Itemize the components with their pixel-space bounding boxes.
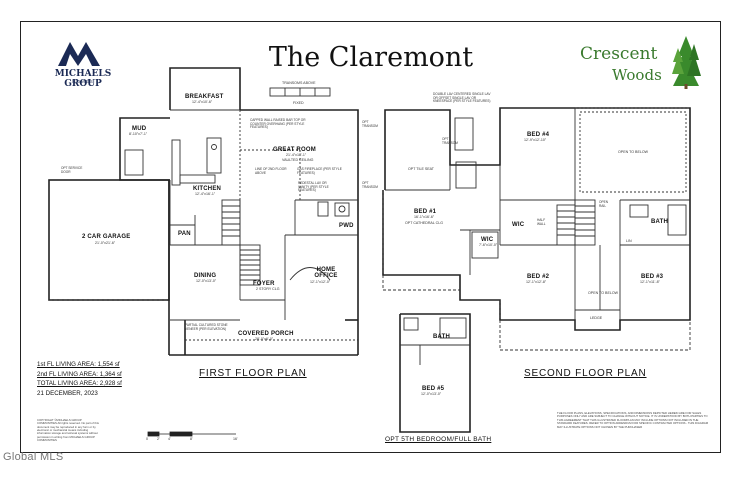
room-bed2-dim: 12'-1"x12'-8" [526,280,547,284]
half-wall-note: HALF WALL [537,218,546,226]
scale-2: 2' [157,437,160,441]
room-great-room-note: VAULTED CEILING [282,158,314,162]
room-bed1: BED #1 [414,209,437,215]
linen-closet: LIN [626,239,632,243]
sheet-border [20,21,721,453]
area-stats: 1st FL LIVING AREA: 1,554 sf 2nd FL LIVI… [37,360,187,398]
room-wic: WIC [481,237,494,243]
scale-8: 8' [190,437,193,441]
second-floor-line-note: LINE OF 2ND FLOOR ABOVE [255,167,287,175]
room-dining: DINING [194,273,217,279]
first-floor-area: 1st FL LIVING AREA: 1,554 sf [37,361,120,368]
michaels-group-logo-icon [58,42,100,66]
builder-sub: HOMES [72,79,94,84]
ledge-note: LEDGE [590,316,603,320]
open-to-below: OPEN TO BELOW [618,150,649,154]
plan-date: 21 DECEMBER, 2023 [37,389,98,397]
room-mud-dim: 8'-10"x7'-1" [129,132,148,136]
second-floor-plan-title: SECOND FLOOR PLAN [524,368,647,379]
page-title: The Claremont [268,42,474,73]
room-powder: PWD [339,223,354,229]
open-rail-note: OPEN RAIL [599,200,609,208]
optional-plan-title: OPT 5TH BEDROOM/FULL BATH [385,436,492,443]
room-bed3: BED #3 [641,274,664,280]
open-to-below-small: OPEN TO BELOW [588,291,619,295]
room-wic-small: WIC [512,222,525,228]
room-kitchen: KITCHEN [193,186,222,192]
opt-transom-right: OPT TRANSOM [362,120,378,128]
transom-note: TRANSOMS ABOVE [282,81,316,85]
copyright-note: COPYRIGHT ©MICHAELS GROUP COMMUNITIES Al… [37,418,99,443]
second-floor-area: 2nd FL LIVING AREA: 1,364 sf [37,370,122,378]
room-dining-dim: 12'-0"x13'-0" [196,279,217,283]
mls-watermark: Global MLS [3,451,64,463]
fireplace-note: GAS FIREPLACE (PER STYLE FEATURES) [297,167,342,175]
service-door-note: OPT SERVICE DOOR [61,166,83,174]
room-home-office: HOME OFFICE [314,267,338,279]
room-covered-porch-dim: 28'-0"x6'-0" [255,337,274,341]
builder-name: MICHAELS GROUP [54,69,112,89]
community-name-line2: Woods [612,66,662,84]
pedestal-lav-note: PEDESTAL LAV OR VANITY (PER STYLE FEATUR… [298,181,329,193]
disclaimer-note: THE FLOOR PLANS, ELEVATIONS, SPECIFICATI… [557,411,709,429]
room-bed1-note: OPT CATHEDRAL CLG [405,221,444,225]
porch-stone-note: PARTIAL CULTURED STONE VENEER (PER ELEVA… [185,323,228,331]
scale-0: 0 [146,437,148,441]
opt-window-note: OPT TRANSOM [442,137,458,145]
room-covered-porch: COVERED PORCH [238,331,294,337]
room-bed4: BED #4 [527,132,550,138]
scale-16: 16' [233,437,238,441]
bar-top-note: CAPPED WALL RAISED BAR TOP OR COUNTER OV… [250,118,306,130]
room-bed3-dim: 12'-1"x11'-8" [640,280,660,284]
fixed-window-note: FIXED [293,101,304,105]
room-wic-dim: 7'-6"x10'-0" [479,243,498,247]
room-great-room-dim: 21'-4"x17'-1" [286,153,307,157]
room-bed5-dim: 12'-0"x13'-0" [421,392,442,396]
room-garage-dim: 21'-0"x21'-6" [95,241,116,245]
room-foyer-note: 2 STORY CLG [256,287,280,291]
room-bath-second: BATH [651,219,669,225]
room-pantry: PAN [178,231,191,237]
room-opt-bath: BATH [433,334,451,340]
first-floor-plan-title: FIRST FLOOR PLAN [199,368,307,379]
room-bed5: BED #5 [422,386,445,392]
room-great-room: GREAT ROOM [273,147,316,153]
scale-4: 4' [168,437,171,441]
room-kitchen-dim: 12'-4"x16'-1" [195,192,216,196]
total-area: TOTAL LIVING AREA: 2,928 sf [37,380,122,388]
room-garage: 2 CAR GARAGE [82,234,131,240]
opt-transom-left: OPT TRANSOM [362,181,378,189]
room-breakfast: BREAKFAST [185,94,224,100]
room-foyer: FOYER [253,281,275,287]
room-breakfast-dim: 12'-4"x10'-6" [192,100,213,104]
pine-trees-icon [672,36,701,89]
room-home-office-dim: 12'-1"x12'-0" [310,280,331,284]
community-name-line1: Crescent [580,44,658,64]
lav-options-note: DOUBLE LAV CENTERED SINGLE LAV OR OFFSET… [433,92,491,104]
room-mud: MUD [132,126,147,132]
opt-tile-seat: OPT TILE SEAT [408,167,434,171]
room-bed1-dim: 16'-1"x16'-6" [414,215,435,219]
room-bed4-dim: 12'-9"x12'-10" [524,138,547,142]
room-bed2: BED #2 [527,274,550,280]
